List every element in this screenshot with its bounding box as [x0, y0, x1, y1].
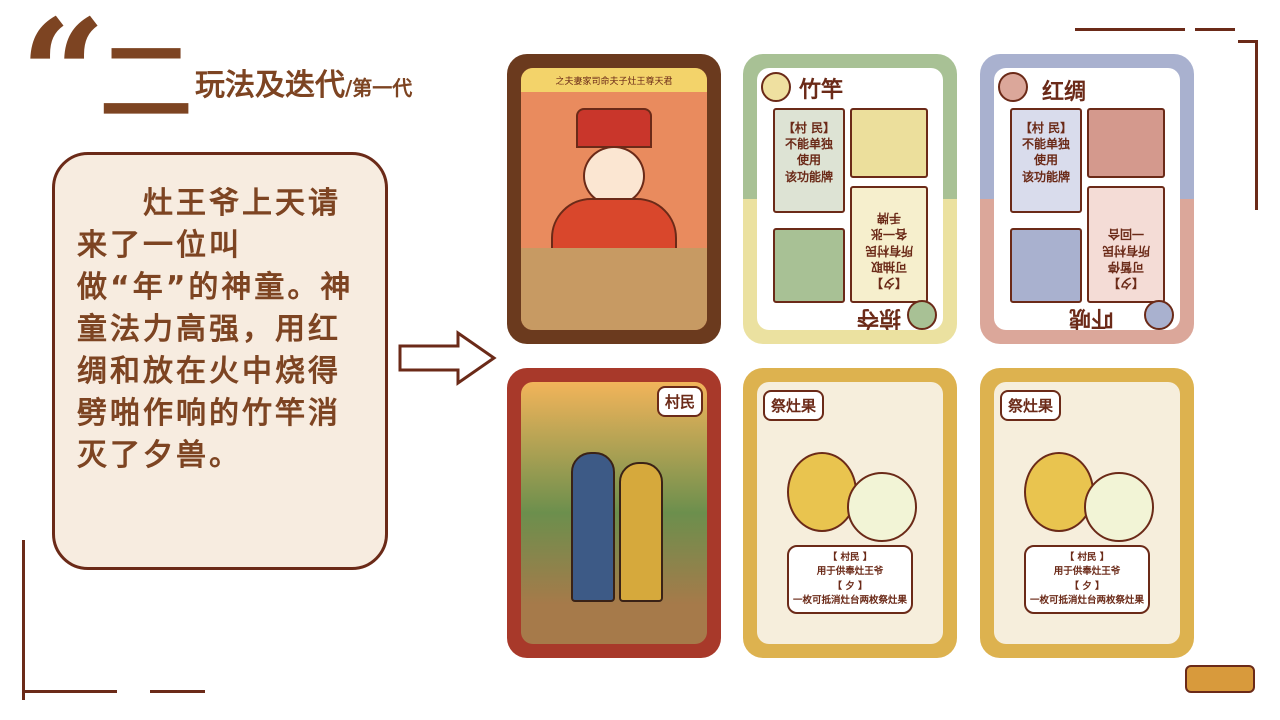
- villager-rule-text: 【村 民】 不能单独 使用 该功能牌: [782, 121, 836, 184]
- fruit-half-illustration: [1084, 472, 1154, 542]
- god-hat: [576, 108, 652, 148]
- fruit-rule: 【 村民 】 用于供奉灶王爷 【 夕 】 一枚可抵消灶台两枚祭灶果: [787, 545, 913, 614]
- god-face: [583, 146, 645, 206]
- card-tag: 祭灶果: [1000, 390, 1062, 421]
- villager-rule: 【村 民】 不能单独 使用 该功能牌: [1010, 108, 1082, 213]
- circle-icon: [761, 72, 791, 102]
- page-title: 玩法及迭代/第一代: [195, 60, 412, 104]
- card-evil-title: 掠夺: [857, 305, 902, 330]
- corner-decoration: [22, 690, 117, 693]
- beast-mascot-icon: [1185, 665, 1255, 693]
- fruit-half-illustration: [847, 472, 917, 542]
- hand-illustration: [773, 228, 845, 303]
- card-villager[interactable]: 村民: [507, 368, 721, 658]
- arrow-right-icon: [398, 330, 497, 386]
- circle-icon: [907, 300, 937, 330]
- card-banner: 之夫妻家司命夫子灶王尊天君: [521, 68, 707, 92]
- corner-decoration: [1195, 28, 1235, 31]
- card-offering-fruit[interactable]: 祭灶果 【 村民 】 用于供奉灶王爷 【 夕 】 一枚可抵消灶台两枚祭灶果: [980, 368, 1194, 658]
- corner-decoration: [150, 690, 205, 693]
- card-evil-title: 吓唬: [1069, 305, 1114, 330]
- rule-line: 【 村民 】: [827, 552, 873, 563]
- section-number: 二: [100, 29, 193, 136]
- rule-line: 【 村民 】: [1064, 552, 1110, 563]
- boy-figure: [571, 452, 615, 602]
- title-main: 玩法及迭代: [195, 68, 345, 103]
- corner-decoration: [1075, 28, 1185, 31]
- corner-decoration: [1255, 40, 1258, 210]
- rule-line: 一枚可抵消灶台两枚祭灶果: [1029, 594, 1144, 606]
- fruit-illustration: [1024, 452, 1094, 532]
- beast-illustration: [1010, 228, 1082, 303]
- villager-rule: 【村 民】 不能单独 使用 该功能牌: [773, 108, 845, 213]
- altar-table: [521, 248, 707, 330]
- rule-line: 用于供奉灶王爷: [816, 566, 884, 578]
- evil-rule: 【夕】 可抽取 所有村民 各一张 手牌: [850, 186, 928, 303]
- evil-rule-text: 【夕】 可抽取 所有村民 各一张 手牌: [865, 211, 914, 290]
- title-sub: /第一代: [345, 76, 413, 100]
- fruit-illustration: [787, 452, 857, 532]
- evil-rule: 【夕】 可暂停 所有村民 一回合: [1087, 186, 1165, 303]
- rule-line: 【 夕 】: [832, 580, 868, 592]
- card-title: 竹竿: [799, 78, 844, 103]
- fruit-rule: 【 村民 】 用于供奉灶王爷 【 夕 】 一枚可抵消灶台两枚祭灶果: [1024, 545, 1150, 614]
- card-offering-fruit[interactable]: 祭灶果 【 村民 】 用于供奉灶王爷 【 夕 】 一枚可抵消灶台两枚祭灶果: [743, 368, 957, 658]
- circle-icon: [1144, 300, 1174, 330]
- card-tag: 祭灶果: [763, 390, 825, 421]
- silk-illustration: [1087, 108, 1165, 178]
- card-kitchen-god[interactable]: 之夫妻家司命夫子灶王尊天君: [507, 54, 721, 344]
- girl-figure: [619, 462, 663, 602]
- story-text: 灶王爷上天请来了一位叫做“年”的神童。神童法力高强，用红绸和放在火中烧得劈啪作响…: [77, 186, 354, 473]
- circle-icon: [998, 72, 1028, 102]
- rule-line: 【 夕 】: [1069, 580, 1105, 592]
- corner-decoration: [22, 540, 25, 700]
- villager-rule-text: 【村 民】 不能单独 使用 该功能牌: [1019, 121, 1073, 184]
- rule-line: 用于供奉灶王爷: [1053, 566, 1121, 578]
- quote-mark: “: [20, 0, 107, 163]
- evil-rule-text: 【夕】 可暂停 所有村民 一回合: [1102, 227, 1151, 290]
- corner-decoration: [1238, 40, 1258, 43]
- rule-line: 一枚可抵消灶台两枚祭灶果: [792, 594, 907, 606]
- card-red-silk[interactable]: 红绸 【村 民】 不能单独 使用 该功能牌 【夕】 可暂停 所有村民 一回合 吓…: [980, 54, 1194, 344]
- card-title: 红绸: [1042, 80, 1087, 105]
- story-text-box: 灶王爷上天请来了一位叫做“年”的神童。神童法力高强，用红绸和放在火中烧得劈啪作响…: [52, 152, 388, 570]
- card-bamboo[interactable]: 竹竿 【村 民】 不能单独 使用 该功能牌 【夕】 可抽取 所有村民 各一张 手…: [743, 54, 957, 344]
- card-tag: 村民: [656, 386, 703, 417]
- bamboo-illustration: [850, 108, 928, 178]
